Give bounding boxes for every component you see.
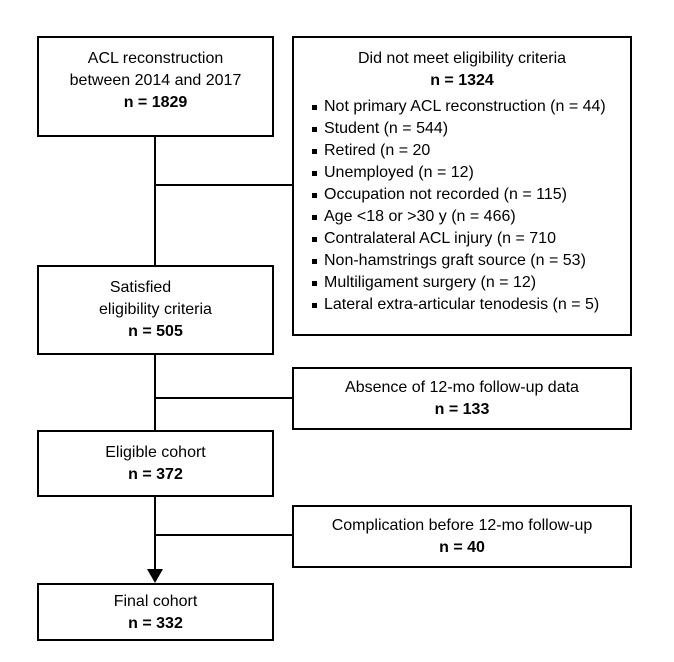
exclusion-item: Occupation not recorded (n = 115) [312, 184, 630, 206]
satisfied-criteria-box: Satisfied eligibility criteria n = 505 [37, 265, 274, 355]
absence-title: Absence of 12-mo follow-up data [345, 379, 579, 396]
exclusion-item: Student (n = 544) [312, 118, 630, 140]
arrowhead-down-icon [147, 569, 163, 583]
exclusion-item: Lateral extra-articular tenodesis (n = 5… [312, 294, 630, 316]
final-cohort-box: Final cohort n = 332 [37, 583, 274, 641]
exclusion-item: Not primary ACL reconstruction (n = 44) [312, 96, 630, 118]
complication-title: Complication before 12-mo follow-up [331, 517, 593, 534]
acl-line-2: between 2014 and 2017 [69, 72, 242, 89]
eligible-count: n = 372 [128, 466, 183, 483]
exclusion-item: Unemployed (n = 12) [312, 162, 630, 184]
eligible-cohort-box: Eligible cohort n = 372 [37, 430, 274, 497]
connector-to-complication [154, 534, 292, 536]
exclusion-item: Multiligament surgery (n = 12) [312, 272, 630, 294]
satisfied-line-1: Satisfied [109, 279, 172, 296]
exclusion-item: Retired (n = 20 [312, 140, 630, 162]
satisfied-count: n = 505 [128, 323, 183, 340]
absence-count: n = 133 [434, 401, 490, 418]
connector-to-absence [154, 397, 292, 399]
connector-eligible-to-final [154, 497, 156, 569]
exclusion-item: Contralateral ACL injury (n = 710 [312, 228, 630, 250]
complication-box: Complication before 12-mo follow-up n = … [292, 505, 632, 568]
acl-reconstruction-box: ACL reconstruction between 2014 and 2017… [37, 36, 274, 137]
exclusion-list: Not primary ACL reconstruction (n = 44) … [294, 96, 630, 316]
exclusion-item: Non-hamstrings graft source (n = 53) [312, 250, 630, 272]
satisfied-line-2: eligibility criteria [99, 301, 212, 318]
complication-count: n = 40 [439, 539, 485, 556]
not-eligible-count: n = 1324 [430, 72, 494, 89]
absence-follow-up-box: Absence of 12-mo follow-up data n = 133 [292, 367, 632, 430]
final-title: Final cohort [113, 593, 198, 610]
not-eligible-box: Did not meet eligibility criteria n = 13… [292, 36, 632, 336]
connector-to-not-eligible [154, 184, 292, 186]
acl-count: n = 1829 [123, 94, 188, 111]
final-count: n = 332 [128, 615, 183, 632]
not-eligible-title: Did not meet eligibility criteria [357, 50, 567, 67]
exclusion-item: Age <18 or >30 y (n = 466) [312, 206, 630, 228]
connector-acl-to-satisfied [154, 137, 156, 265]
eligible-title: Eligible cohort [105, 444, 206, 461]
acl-line-1: ACL reconstruction [87, 50, 224, 67]
connector-satisfied-to-eligible [154, 355, 156, 430]
